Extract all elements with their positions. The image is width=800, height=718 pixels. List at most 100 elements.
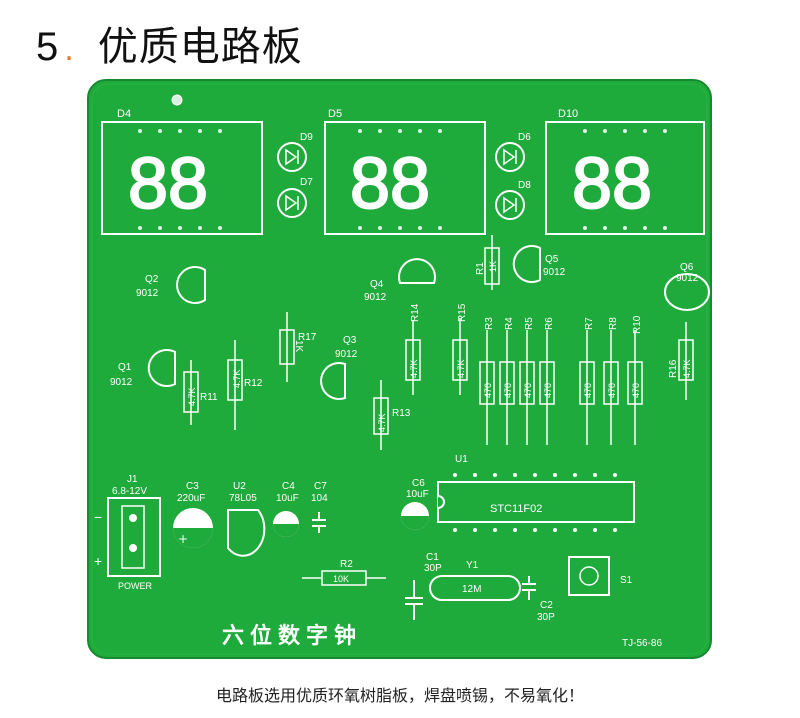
svg-text:POWER: POWER (118, 581, 153, 591)
svg-text:Q5: Q5 (545, 254, 559, 265)
svg-text:4.7K: 4.7K (377, 413, 387, 432)
transistor-q1: Q1 9012 (110, 349, 176, 388)
cap-c1: C1 30P (405, 552, 442, 620)
led-d7: D7 (277, 177, 313, 218)
svg-text:−: − (94, 509, 102, 525)
svg-text:C2: C2 (540, 600, 553, 611)
svg-text:D8: D8 (518, 180, 531, 191)
transistor-q5: Q5 9012 (512, 245, 566, 283)
cap-c7: C7 104 (311, 481, 328, 533)
resistor-r2: R2 10K (302, 559, 386, 586)
board-name-text: 六位数字钟 (222, 623, 362, 648)
page-heading: 5 . 优质电路板 (36, 14, 303, 74)
cap-c2: C2 30P (522, 576, 555, 623)
transistor-q2: Q2 9012 (136, 266, 206, 304)
svg-text:C6: C6 (412, 478, 425, 489)
svg-text:470: 470 (543, 383, 553, 398)
svg-text:470: 470 (503, 383, 513, 398)
svg-text:D7: D7 (300, 177, 313, 188)
switch-s1: S1 (568, 556, 633, 596)
display-d5: D5 88 (324, 108, 486, 235)
svg-text:30P: 30P (537, 612, 555, 623)
svg-text:1K: 1K (293, 340, 304, 353)
pcb-board (87, 79, 712, 659)
svg-text:R7: R7 (584, 317, 595, 330)
transistor-q6: Q6 9012 (663, 262, 711, 311)
svg-text:Q6: Q6 (680, 262, 694, 273)
heading-dot: . (64, 33, 74, 68)
svg-text:Q1: Q1 (118, 362, 132, 373)
svg-text:88: 88 (572, 144, 652, 224)
heading-number: 5 (36, 25, 59, 69)
svg-text:470: 470 (583, 383, 593, 398)
led-d9: D9 (277, 132, 313, 172)
led-d8: D8 (495, 180, 531, 220)
transistor-q3: Q3 9012 (320, 335, 358, 400)
svg-text:10uF: 10uF (406, 489, 429, 500)
svg-text:1K: 1K (488, 261, 498, 272)
r17-ref: R17 (298, 332, 317, 343)
svg-text:R1: R1 (475, 262, 486, 275)
svg-text:R16: R16 (668, 359, 679, 378)
svg-text:Q3: Q3 (343, 335, 357, 346)
svg-text:R8: R8 (608, 317, 619, 330)
svg-text:4.7K: 4.7K (456, 359, 466, 378)
board-version-text: TJ-56-86 (622, 638, 662, 649)
svg-text:12M: 12M (462, 584, 481, 595)
svg-text:10uF: 10uF (276, 493, 299, 504)
svg-text:R15: R15 (457, 303, 468, 322)
svg-text:470: 470 (607, 383, 617, 398)
svg-text:78L05: 78L05 (229, 493, 257, 504)
svg-text:30P: 30P (424, 563, 442, 574)
svg-text:470: 470 (631, 383, 641, 398)
svg-text:U2: U2 (233, 481, 246, 492)
svg-text:D10: D10 (558, 108, 578, 120)
svg-text:4.7K: 4.7K (682, 359, 692, 378)
resistor-labels: 1K R17 R12 R11 R13 R14 R15 R1 R16 R3 R4 … (187, 261, 692, 432)
svg-text:R4: R4 (504, 317, 515, 330)
svg-text:R12: R12 (244, 378, 263, 389)
cap-c3: C3 220uF + (173, 481, 213, 548)
display-d10: D10 88 (545, 108, 705, 235)
svg-text:470: 470 (483, 383, 493, 398)
svg-text:J1: J1 (127, 474, 138, 485)
svg-text:C3: C3 (186, 481, 199, 492)
svg-text:D9: D9 (300, 132, 313, 143)
ic-u1: U1 STC11F02 (437, 454, 635, 523)
svg-text:220uF: 220uF (177, 493, 205, 504)
transistor-q4: Q4 9012 (364, 258, 436, 303)
svg-text:C1: C1 (426, 552, 439, 563)
svg-text:U1: U1 (455, 454, 468, 465)
svg-text:+: + (94, 553, 102, 569)
cap-c4: C4 10uF (273, 481, 299, 537)
svg-text:R3: R3 (484, 317, 495, 330)
svg-text:+: + (178, 532, 188, 546)
svg-text:D6: D6 (518, 132, 531, 143)
svg-text:R13: R13 (392, 408, 411, 419)
svg-text:9012: 9012 (676, 273, 699, 284)
svg-text:Q4: Q4 (370, 279, 384, 290)
svg-text:4.7K: 4.7K (409, 359, 419, 378)
svg-text:R2: R2 (340, 559, 353, 570)
led-d6: D6 (495, 132, 531, 172)
cap-c6: C6 10uF (401, 478, 429, 530)
svg-text:Q2: Q2 (145, 274, 159, 285)
svg-text:10K: 10K (333, 574, 349, 584)
svg-text:R14: R14 (410, 303, 421, 322)
svg-text:D5: D5 (328, 108, 342, 120)
regulator-u2: U2 78L05 (227, 481, 266, 557)
svg-text:470: 470 (523, 383, 533, 398)
svg-text:9012: 9012 (364, 292, 387, 303)
svg-text:Y1: Y1 (466, 560, 479, 571)
svg-text:C7: C7 (314, 481, 327, 492)
crystal-y1: Y1 12M (429, 560, 521, 601)
svg-text:104: 104 (311, 493, 328, 504)
svg-text:4.7K: 4.7K (187, 387, 197, 406)
svg-text:R11: R11 (200, 392, 218, 403)
caption-text: 电路板选用优质环氧树脂板，焊盘喷锡，不易氧化！ (215, 686, 584, 705)
mounting-hole (171, 94, 183, 106)
svg-text:R6: R6 (544, 317, 555, 330)
svg-text:88: 88 (128, 144, 208, 224)
svg-text:D4: D4 (117, 108, 131, 120)
